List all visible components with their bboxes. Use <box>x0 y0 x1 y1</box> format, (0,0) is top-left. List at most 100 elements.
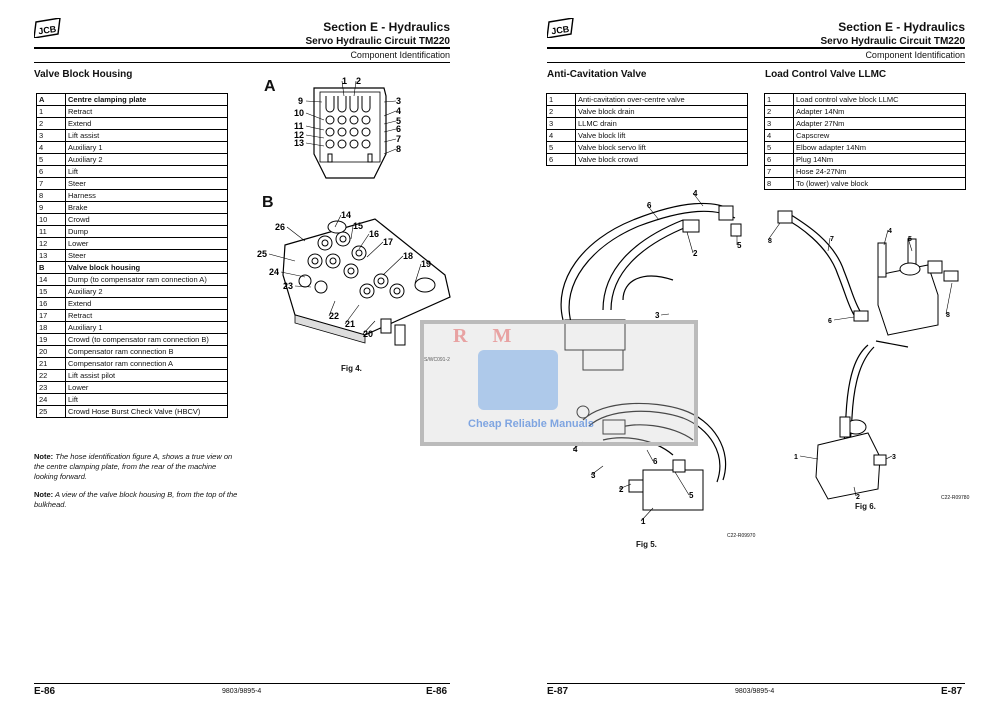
row-description: Plug 14Nm <box>793 153 966 166</box>
row-number: 19 <box>36 333 66 346</box>
callout-label: 4 <box>573 445 578 454</box>
row-number: 13 <box>36 249 66 262</box>
callout-leader <box>885 455 893 460</box>
callout-leader <box>305 112 325 121</box>
row-number: 14 <box>36 273 66 286</box>
watermark-text: R M <box>453 325 522 347</box>
callout-leader <box>305 142 325 147</box>
header-rule <box>547 47 965 49</box>
row-number: 7 <box>764 165 794 178</box>
callout-leader <box>305 125 325 131</box>
callout-label: 25 <box>257 249 267 259</box>
callout-leader <box>305 134 325 139</box>
row-description: Load control valve block LLMC <box>793 93 966 106</box>
row-description: To (lower) valve block <box>793 177 966 190</box>
callout-leader <box>686 231 694 254</box>
callout-label: 22 <box>329 311 339 321</box>
row-description: Auxiliary 2 <box>65 285 228 298</box>
callout-leader <box>799 455 819 460</box>
callout-leader <box>646 449 654 462</box>
row-number: 5 <box>546 141 576 154</box>
callout-leader <box>907 237 913 252</box>
callout-leader <box>305 100 323 103</box>
valve-block-heading: Valve Block Housing <box>34 69 133 80</box>
row-description: Lift <box>65 393 228 406</box>
row-number: 22 <box>36 369 66 382</box>
valve-block-housing-diagram <box>282 218 451 346</box>
callout-label: 15 <box>353 221 363 231</box>
note-text: The hose identification figure A, shows … <box>34 452 233 481</box>
fig-a-letter: A <box>264 78 276 95</box>
row-number: 25 <box>36 405 66 418</box>
note-text: A view of the valve block housing B, fro… <box>34 490 238 509</box>
callout-leader <box>383 120 397 125</box>
jcb-logo-icon: JCB <box>34 18 61 38</box>
row-description: Capscrew <box>793 129 966 142</box>
callout-label: 9 <box>298 96 303 106</box>
row-number: 5 <box>36 153 66 166</box>
callout-label: 5 <box>689 491 694 500</box>
callout-leader <box>674 471 690 496</box>
callout-label: 5 <box>396 116 401 126</box>
callout-label: 8 <box>396 144 401 154</box>
row-number: 6 <box>764 153 794 166</box>
note-2: Note: A view of the valve block housing … <box>34 490 239 510</box>
row-description: Lower <box>65 381 228 394</box>
right-page: JCB Section E - Hydraulics Servo Hydraul… <box>420 0 1006 724</box>
doc-number: 9803/9895-4 <box>222 688 262 695</box>
note-label: Note: <box>34 490 54 499</box>
row-description: Harness <box>65 189 228 202</box>
fig-b-letter: B <box>262 194 274 211</box>
row-number: 8 <box>36 189 66 202</box>
watermark-logo-icon <box>478 350 558 410</box>
callout-label: 6 <box>653 457 658 466</box>
callout-label: 4 <box>888 228 892 235</box>
callout-leader <box>358 233 370 250</box>
callout-label: 3 <box>396 96 401 106</box>
row-number: 6 <box>546 153 576 166</box>
jcb-logo-icon: JCB <box>547 18 574 38</box>
footer-rule <box>34 683 450 684</box>
callout-label: 2 <box>356 76 361 86</box>
callout-label: 16 <box>369 229 379 239</box>
callout-leader <box>383 110 397 117</box>
callout-leader <box>334 214 342 228</box>
callout-leader <box>344 304 360 325</box>
callout-label: 26 <box>275 222 285 232</box>
row-description: Auxiliary 1 <box>65 141 228 154</box>
callout-leader <box>618 483 632 490</box>
row-number: 10 <box>36 213 66 226</box>
row-description: Lift <box>65 165 228 178</box>
row-number: 16 <box>36 297 66 310</box>
row-description: Retract <box>65 309 228 322</box>
callout-label: 2 <box>856 494 860 501</box>
row-description: Extend <box>65 117 228 130</box>
row-description: Centre clamping plate <box>65 93 228 106</box>
row-description: Crowd (to compensator ram connection B) <box>65 333 228 346</box>
page-number-left: E-86 <box>34 686 56 697</box>
row-description: Hose 24-27Nm <box>793 165 966 178</box>
page-header: Section E - Hydraulics Servo Hydraulic C… <box>821 20 966 47</box>
row-description: Adapter 14Nm <box>793 105 966 118</box>
row-description: Valve block housing <box>65 261 228 274</box>
callout-leader <box>414 263 422 284</box>
row-description: Compensator ram connection B <box>65 345 228 358</box>
callout-leader <box>268 253 296 262</box>
callout-label: 17 <box>383 237 393 247</box>
svg-text:JCB: JCB <box>551 24 571 36</box>
